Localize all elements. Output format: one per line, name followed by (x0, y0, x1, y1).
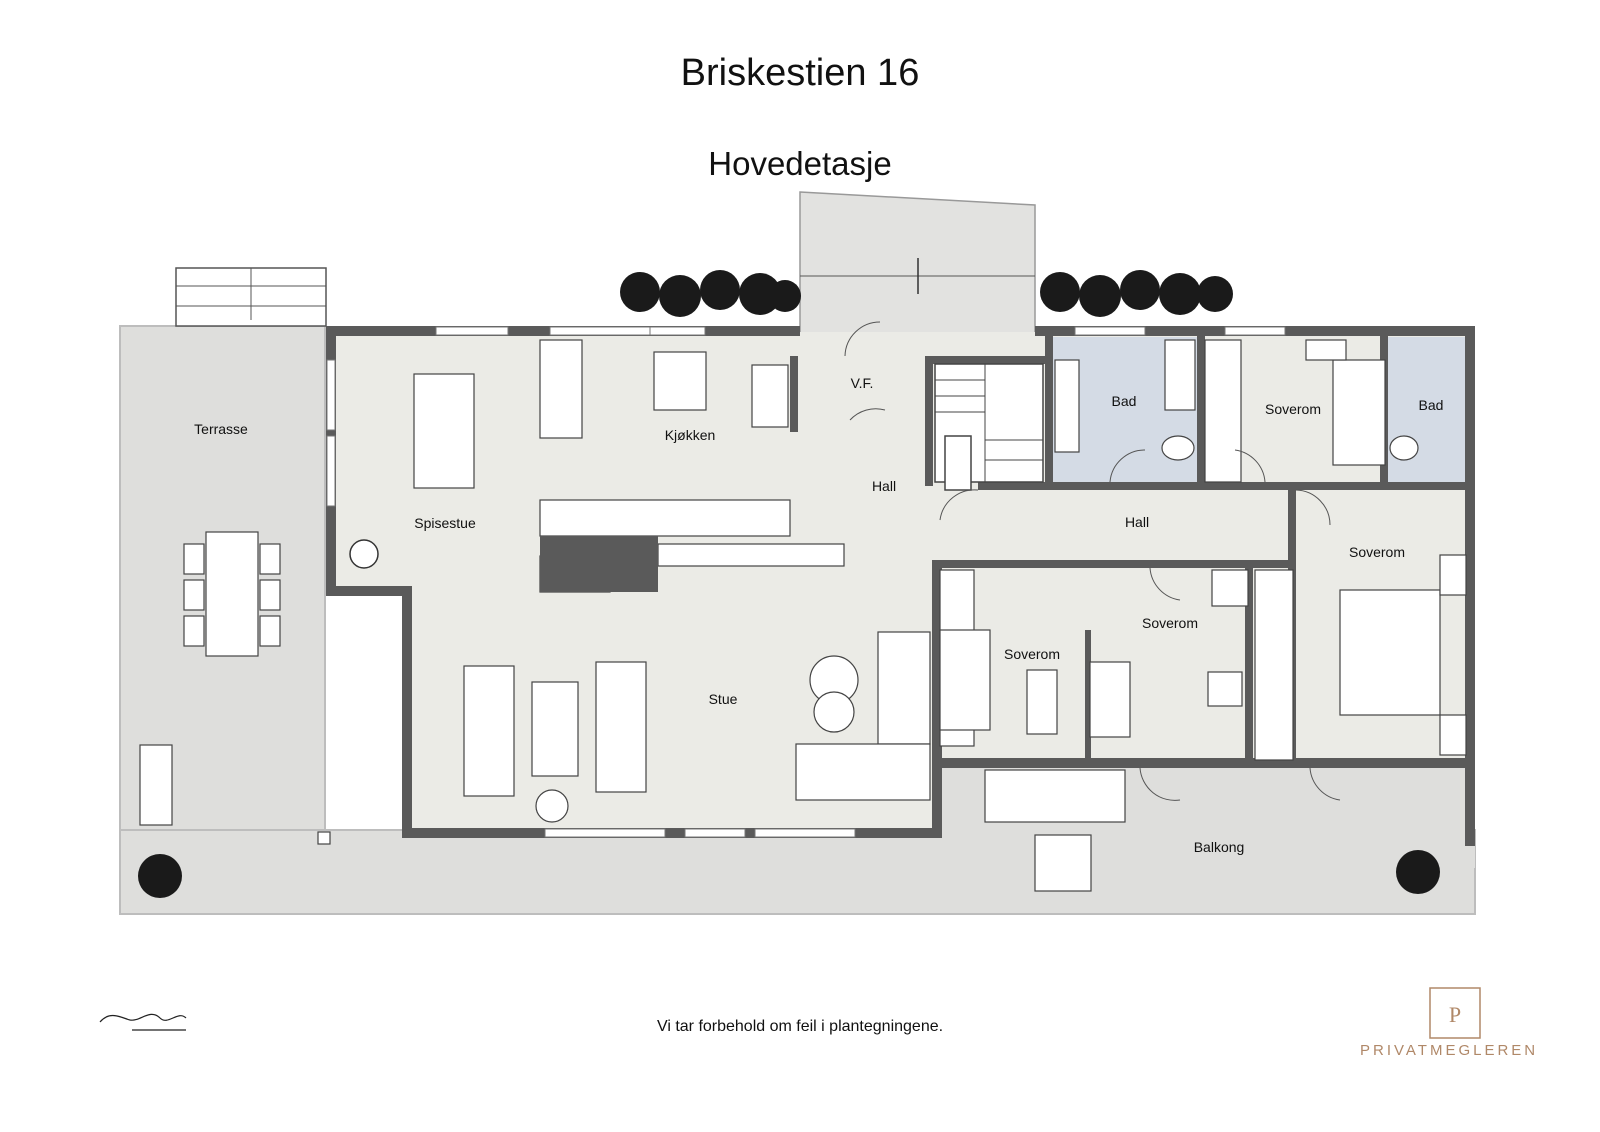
brand-logo-letter: P (1449, 1002, 1461, 1027)
dining-table (413, 373, 475, 489)
bedroom-furniture (939, 569, 1249, 747)
page-title: Briskestien 16 (680, 52, 920, 94)
room-label-bad-right: Bad (1419, 397, 1444, 413)
disclaimer: Vi tar forbehold om feil i plantegningen… (656, 1018, 944, 1035)
brand-logo-box (1429, 987, 1481, 1039)
room-label-soverom-right: Soverom (1349, 544, 1405, 560)
room-label-terrasse: Terrasse (194, 421, 248, 437)
room-label-kjokken: Kjøkken (665, 427, 716, 443)
room-label-spisestue: Spisestue (414, 515, 476, 531)
bed-top-room (1332, 359, 1386, 466)
windows (326, 326, 1286, 838)
doors (844, 321, 1341, 801)
kitchen-island-dark (540, 536, 658, 592)
bathroom-left-fixtures (1054, 339, 1242, 483)
room-label-hall-main: Hall (872, 478, 896, 494)
terrace-furniture (139, 531, 331, 845)
kitchen-table (653, 351, 707, 411)
plant-icon (349, 539, 379, 569)
hedge-right-icon (1040, 270, 1233, 317)
plant-left-icon (138, 854, 182, 898)
room-label-soverom-left: Soverom (1004, 646, 1060, 662)
room-label-hall-right: Hall (1125, 514, 1149, 530)
room-label-stue: Stue (709, 691, 738, 707)
room-label-soverom-top: Soverom (1265, 401, 1321, 417)
toilet-right (1389, 435, 1419, 461)
small-stairs (944, 435, 972, 491)
bathtub-right (1305, 339, 1347, 361)
living-furniture (463, 631, 931, 801)
double-bed (1339, 589, 1441, 716)
balcony-furniture (535, 769, 1126, 892)
room-label-vf: V.F. (851, 375, 874, 391)
plant-right-icon (1396, 850, 1440, 894)
brand-name: PRIVATMEGLEREN (1360, 1042, 1539, 1059)
room-label-bad-left: Bad (1112, 393, 1137, 409)
hedge-left-icon (620, 270, 801, 317)
floor-title: Hovedetasje (708, 145, 892, 182)
room-label-soverom-mid: Soverom (1142, 615, 1198, 631)
photographer-signature (99, 1013, 187, 1031)
wardrobe-right (1254, 569, 1294, 761)
room-label-balkong: Balkong (1194, 839, 1245, 855)
